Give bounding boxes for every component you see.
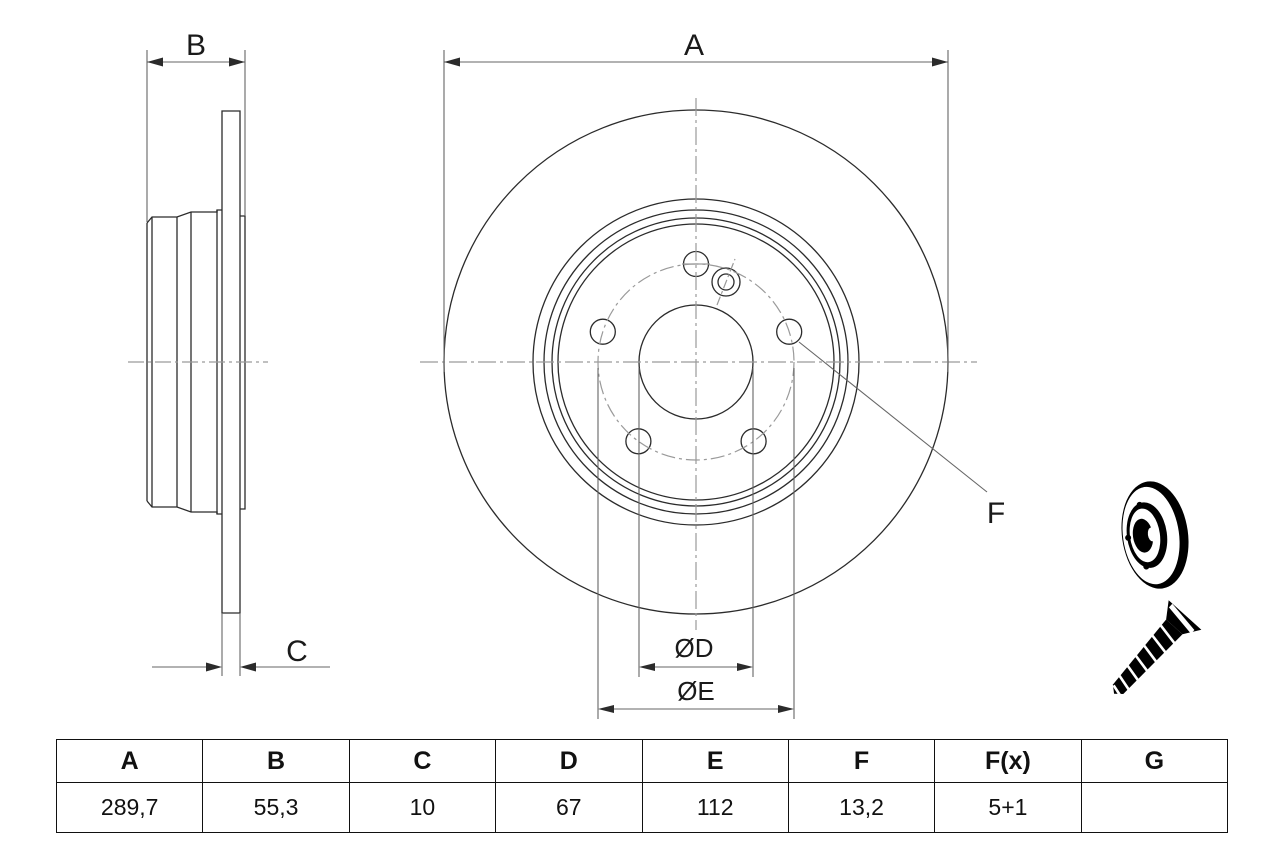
- arrow: [737, 663, 753, 671]
- value-d: 67: [495, 782, 643, 833]
- col-header-b: B: [202, 738, 350, 784]
- icon-center-bore: [1132, 518, 1154, 553]
- dim-f-leader-line: [798, 341, 988, 493]
- bolt-hole-bottom-right: [740, 428, 767, 455]
- dimension-arrowheads: [147, 57, 948, 713]
- value-f: 13,2: [787, 782, 936, 833]
- dim-e-label: ØE: [677, 676, 715, 706]
- value-b: 55,3: [202, 782, 350, 833]
- dim-a-label: A: [684, 29, 704, 62]
- arrow: [778, 705, 794, 713]
- col-header-f: F: [787, 738, 936, 784]
- brake-disc-icon: [1121, 481, 1189, 589]
- pin-hole-radial-line: [716, 258, 736, 306]
- value-e: 112: [641, 782, 789, 833]
- arrow: [147, 57, 163, 67]
- hat-bottom-edge: [146, 500, 222, 515]
- arrow: [932, 57, 948, 67]
- value-fx: 5+1: [934, 782, 1082, 833]
- screw-slot: [1168, 603, 1195, 634]
- arrow: [639, 663, 655, 671]
- col-header-c: C: [348, 738, 497, 784]
- dim-d-label: ØD: [675, 633, 714, 663]
- value-g: [1080, 782, 1229, 833]
- spec-table: A B C D E F F(x) G 289,7 55,3 10 67 112 …: [55, 738, 1229, 833]
- dim-b-label: B: [186, 29, 206, 62]
- bolt-hole-left: [589, 318, 616, 345]
- arrow: [206, 662, 222, 672]
- screw-threads: [1112, 624, 1176, 696]
- bolt-hole-bottom-left: [625, 428, 652, 455]
- col-header-e: E: [641, 738, 789, 784]
- dim-c-label: C: [286, 635, 308, 668]
- col-header-a: A: [55, 738, 204, 784]
- drawing-canvas: B A C F ØD ØE: [128, 29, 1202, 719]
- hat-top-edge: [146, 209, 222, 224]
- col-header-fx: F(x): [934, 738, 1082, 784]
- icon-bore-highlight: [1147, 527, 1156, 542]
- icon-bolt-hole: [1143, 563, 1150, 570]
- arrow: [598, 705, 614, 713]
- arrow: [229, 57, 245, 67]
- pin-hole-outer: [711, 267, 741, 297]
- pin-hole-inner: [717, 273, 735, 291]
- value-c: 10: [348, 782, 497, 833]
- value-a: 289,7: [55, 782, 204, 833]
- locating-screw-icon: [1112, 600, 1202, 696]
- spec-table-header-row: A B C D E F F(x) G: [55, 738, 1229, 784]
- bolt-hole-right: [776, 318, 803, 345]
- dim-f-label: F: [987, 497, 1005, 530]
- col-header-d: D: [495, 738, 643, 784]
- arrow: [240, 662, 256, 672]
- spec-table-value-row: 289,7 55,3 10 67 112 13,2 5+1: [55, 782, 1229, 833]
- dimensions: [146, 50, 988, 719]
- screw-shank: [1112, 619, 1183, 694]
- icon-bolt-hole: [1125, 534, 1132, 541]
- col-header-g: G: [1080, 738, 1229, 784]
- front-view-centerlines: [420, 98, 977, 630]
- arrow: [444, 57, 460, 67]
- icon-bolt-hole: [1136, 501, 1143, 508]
